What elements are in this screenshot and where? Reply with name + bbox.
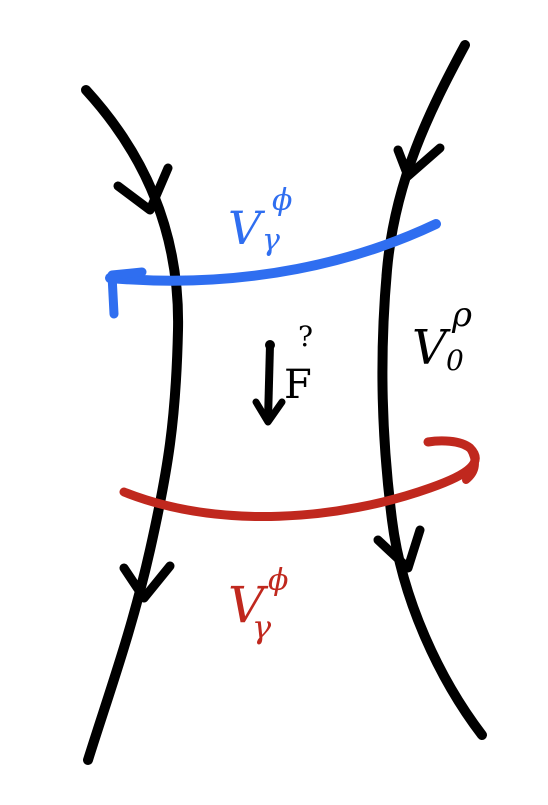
force-arrow-head (252, 398, 286, 426)
blue-arrow-curve (105, 219, 441, 286)
label-force: F ? (284, 320, 313, 408)
blue-arrow (105, 219, 441, 319)
force-arrow (252, 340, 286, 426)
red-arrow-tail (462, 444, 479, 484)
label-bottom-main: V (228, 576, 269, 634)
label-middle-main: V (412, 320, 451, 376)
label-force-sup: ? (298, 320, 313, 353)
red-arrow-curve (119, 436, 480, 522)
label-top-operator: V γ ϕ (228, 183, 292, 258)
label-top-sup: ϕ (272, 183, 292, 218)
force-arrow-shaft (264, 341, 274, 424)
label-bottom-sup: ϕ (268, 563, 288, 598)
label-bottom-sub: γ (252, 608, 272, 646)
label-middle-operator: V 0 ρ (412, 295, 472, 377)
right-worldline-arrow-top (393, 143, 445, 181)
label-force-main: F (284, 362, 312, 408)
label-top-main: V (228, 201, 266, 255)
left-worldline-curve (81, 85, 184, 765)
right-worldline-curve (377, 40, 487, 740)
left-worldline-arrow-bottom (119, 561, 175, 603)
label-middle-sub: 0 (446, 344, 464, 377)
left-worldline (81, 85, 184, 765)
right-worldline-arrow-bottom (373, 525, 425, 573)
right-worldline (373, 40, 487, 740)
label-bottom-operator: V γ ϕ (228, 563, 288, 646)
blue-arrow-head (107, 267, 147, 319)
label-middle-sup: ρ (451, 295, 472, 335)
red-arrow (119, 436, 480, 522)
label-top-sub: γ (262, 223, 280, 258)
left-worldline-arrow-top (113, 163, 173, 215)
